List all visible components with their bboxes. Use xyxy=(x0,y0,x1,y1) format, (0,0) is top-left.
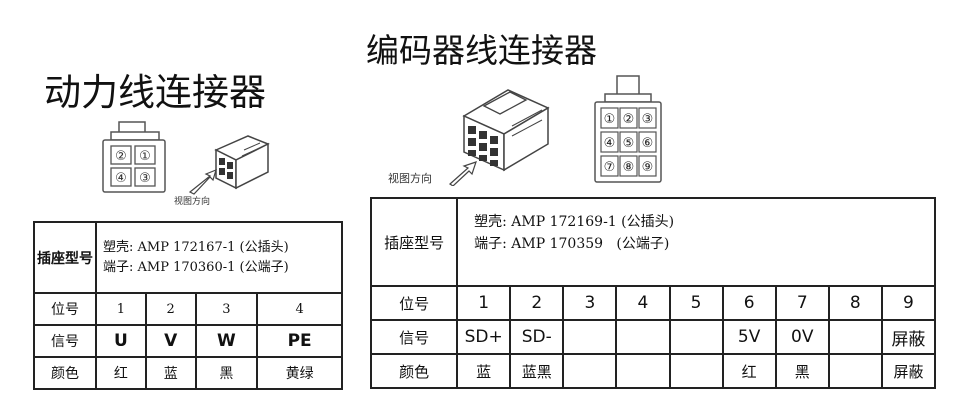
signal-label-cell: 信号 xyxy=(369,319,459,355)
position-cell: 2 xyxy=(144,292,197,326)
signal-cell: 0V xyxy=(774,319,830,355)
color-cell: 红 xyxy=(95,356,147,390)
position-label-cell: 位号 xyxy=(33,292,97,326)
signal-cell: SD+ xyxy=(456,319,512,355)
encoder-pin-9: ⑨ xyxy=(642,160,654,175)
signal-cell: PE xyxy=(256,324,343,358)
signal-cell: W xyxy=(194,324,259,358)
color-cell xyxy=(668,353,724,389)
encoder-pin-4: ④ xyxy=(604,136,616,151)
position-cell: 1 xyxy=(95,292,147,326)
signal-cell: U xyxy=(95,324,147,358)
color-cell: 蓝 xyxy=(144,356,197,390)
position-cell: 4 xyxy=(256,292,343,326)
position-cell: 6 xyxy=(721,285,777,321)
encoder-connector-title: 编码器线连接器 xyxy=(366,31,597,70)
encoder-pin-slot xyxy=(619,155,638,177)
encoder-pin-5: ⑤ xyxy=(623,136,635,151)
signal-cell: V xyxy=(144,324,197,358)
position-cell: 8 xyxy=(827,285,883,321)
color-cell: 蓝 xyxy=(456,353,512,389)
color-cell xyxy=(615,353,671,389)
encoder-pin-slot xyxy=(619,131,638,153)
position-cell: 7 xyxy=(774,285,830,321)
encoder-pin-slot xyxy=(600,155,619,177)
position-cell: 5 xyxy=(668,285,724,321)
encoder-connector-isometric-diagram xyxy=(462,89,550,172)
encoder-view-direction-arrow xyxy=(449,161,477,186)
position-cell: 9 xyxy=(880,285,937,321)
table-row: 插座型号 塑壳: AMP 172167-1 (公插头) 端子: AMP 1703… xyxy=(33,221,343,294)
model-label-cell: 插座型号 xyxy=(369,197,459,287)
color-cell: 黑 xyxy=(774,353,830,389)
encoder-pin-slot xyxy=(600,107,619,129)
encoder-pin-1: ① xyxy=(604,112,616,127)
position-cell: 3 xyxy=(562,285,618,321)
terminal-spec: 端子: AMP 170360-1 (公端子) xyxy=(103,259,289,275)
model-spec-cell: 塑壳: AMP 172167-1 (公插头) 端子: AMP 170360-1 … xyxy=(95,221,343,294)
signal-cell: 5V xyxy=(721,319,777,355)
power-connector-isometric-diagram xyxy=(188,135,270,195)
encoder-pin-3: ③ xyxy=(642,112,654,127)
position-label-cell: 位号 xyxy=(369,285,459,321)
color-cell: 黑 xyxy=(194,356,259,390)
signal-cell xyxy=(615,319,671,355)
position-cell: 2 xyxy=(509,285,565,321)
encoder-pin-8: ⑧ xyxy=(623,160,635,175)
color-label-cell: 颜色 xyxy=(33,356,97,390)
encoder-pin-7: ⑦ xyxy=(604,160,616,175)
encoder-pin-slot xyxy=(600,131,619,153)
color-cell xyxy=(827,353,883,389)
signal-label-cell: 信号 xyxy=(33,324,97,358)
encoder-pin-slot xyxy=(638,155,657,177)
power-pin-2: ② xyxy=(115,149,127,164)
signal-cell: 屏蔽 xyxy=(880,319,937,355)
encoder-pin-slot xyxy=(638,131,657,153)
power-view-direction-label: 视图方向 xyxy=(174,197,211,207)
terminal-spec: 端子: AMP 170359 (公端子) xyxy=(474,236,670,252)
table-row: 信号 U V W PE xyxy=(33,324,343,358)
power-connector-front-diagram: ② ① ④ ③ xyxy=(102,121,166,193)
color-label-cell: 颜色 xyxy=(369,353,459,389)
signal-cell xyxy=(827,319,883,355)
color-cell: 蓝黑 xyxy=(509,353,565,389)
table-row: 位号 1 2 3 4 xyxy=(33,292,343,326)
encoder-pin-6: ⑥ xyxy=(642,136,654,151)
encoder-pin-slot xyxy=(619,107,638,129)
color-cell xyxy=(562,353,618,389)
signal-cell xyxy=(562,319,618,355)
power-connector-title: 动力线连接器 xyxy=(44,71,266,114)
color-cell: 红 xyxy=(721,353,777,389)
table-row: 颜色 蓝蓝黑 红黑 屏蔽 xyxy=(369,353,937,389)
power-pin-3: ③ xyxy=(139,171,151,186)
signal-cell: SD- xyxy=(509,319,565,355)
table-row: 颜色 红 蓝 黑 黄绿 xyxy=(33,356,343,390)
model-spec-cell: 塑壳: AMP 172169-1 (公插头) 端子: AMP 170359 (公… xyxy=(456,197,936,287)
color-cell: 屏蔽 xyxy=(880,353,937,389)
position-cell: 3 xyxy=(194,292,259,326)
position-cell: 4 xyxy=(615,285,671,321)
position-cell: 1 xyxy=(456,285,512,321)
power-pin-4: ④ xyxy=(115,171,127,186)
housing-spec: 塑壳: AMP 172169-1 (公插头) xyxy=(474,214,675,230)
power-pin-1: ① xyxy=(139,149,151,164)
power-connector-spec-table: 插座型号 塑壳: AMP 172167-1 (公插头) 端子: AMP 1703… xyxy=(33,221,343,390)
housing-spec: 塑壳: AMP 172167-1 (公插头) xyxy=(103,239,289,255)
signal-cell xyxy=(668,319,724,355)
encoder-pin-2: ② xyxy=(623,112,635,127)
encoder-pin-slot xyxy=(638,107,657,129)
encoder-connector-spec-table: 插座型号 塑壳: AMP 172169-1 (公插头) 端子: AMP 1703… xyxy=(369,197,937,389)
model-label-cell: 插座型号 xyxy=(33,221,97,294)
color-cell: 黄绿 xyxy=(256,356,343,390)
table-row: 插座型号 塑壳: AMP 172169-1 (公插头) 端子: AMP 1703… xyxy=(369,197,936,287)
encoder-view-direction-label: 视图方向 xyxy=(388,172,432,185)
